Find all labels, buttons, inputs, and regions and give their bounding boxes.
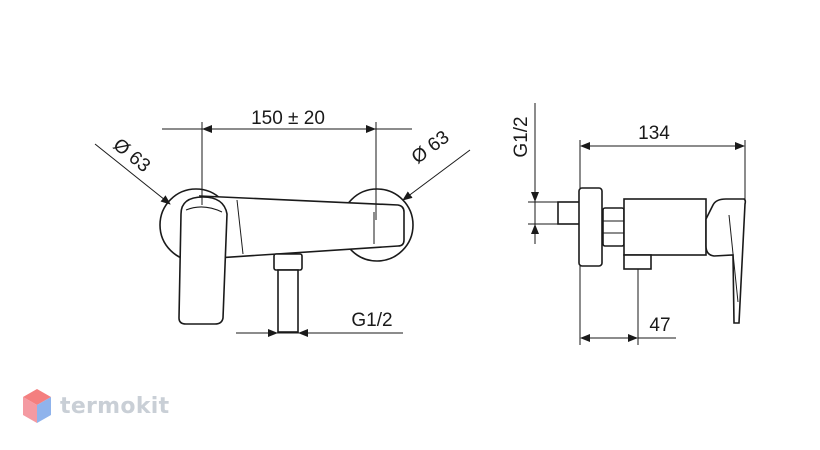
cube-logo-icon bbox=[23, 389, 51, 423]
side-nut bbox=[602, 207, 625, 247]
wall-flange bbox=[578, 187, 603, 267]
side-handle-detail bbox=[728, 214, 739, 303]
side-handle bbox=[705, 198, 747, 324]
front-view: 150 ± 20 Ø 63 Ø 63 G1/2 bbox=[94, 108, 471, 337]
inlet-stub bbox=[557, 201, 581, 225]
side-body bbox=[623, 198, 707, 256]
dim-depth: 134 bbox=[638, 123, 670, 144]
dim-outlet-offset: 47 bbox=[649, 315, 670, 336]
dim-left-rosette-diameter: Ø 63 bbox=[109, 135, 154, 177]
dim-right-rosette-diameter: Ø 63 bbox=[408, 127, 454, 169]
dim-centre-distance: 150 ± 20 bbox=[251, 108, 325, 129]
handle-detail bbox=[185, 206, 223, 213]
mixer-body bbox=[198, 195, 405, 259]
side-outlet bbox=[623, 254, 652, 270]
brand-name: termokit bbox=[60, 393, 170, 419]
outlet-pipe bbox=[277, 269, 299, 333]
dim-outlet-thread: G1/2 bbox=[351, 310, 392, 331]
brand-logo: termokit bbox=[22, 386, 169, 426]
outlet-nut bbox=[273, 253, 303, 271]
dim-inlet-thread: G1/2 bbox=[511, 116, 532, 157]
handle-lever bbox=[178, 196, 228, 325]
body-detail bbox=[236, 199, 244, 255]
side-view: 134 47 G1/2 bbox=[511, 103, 747, 345]
